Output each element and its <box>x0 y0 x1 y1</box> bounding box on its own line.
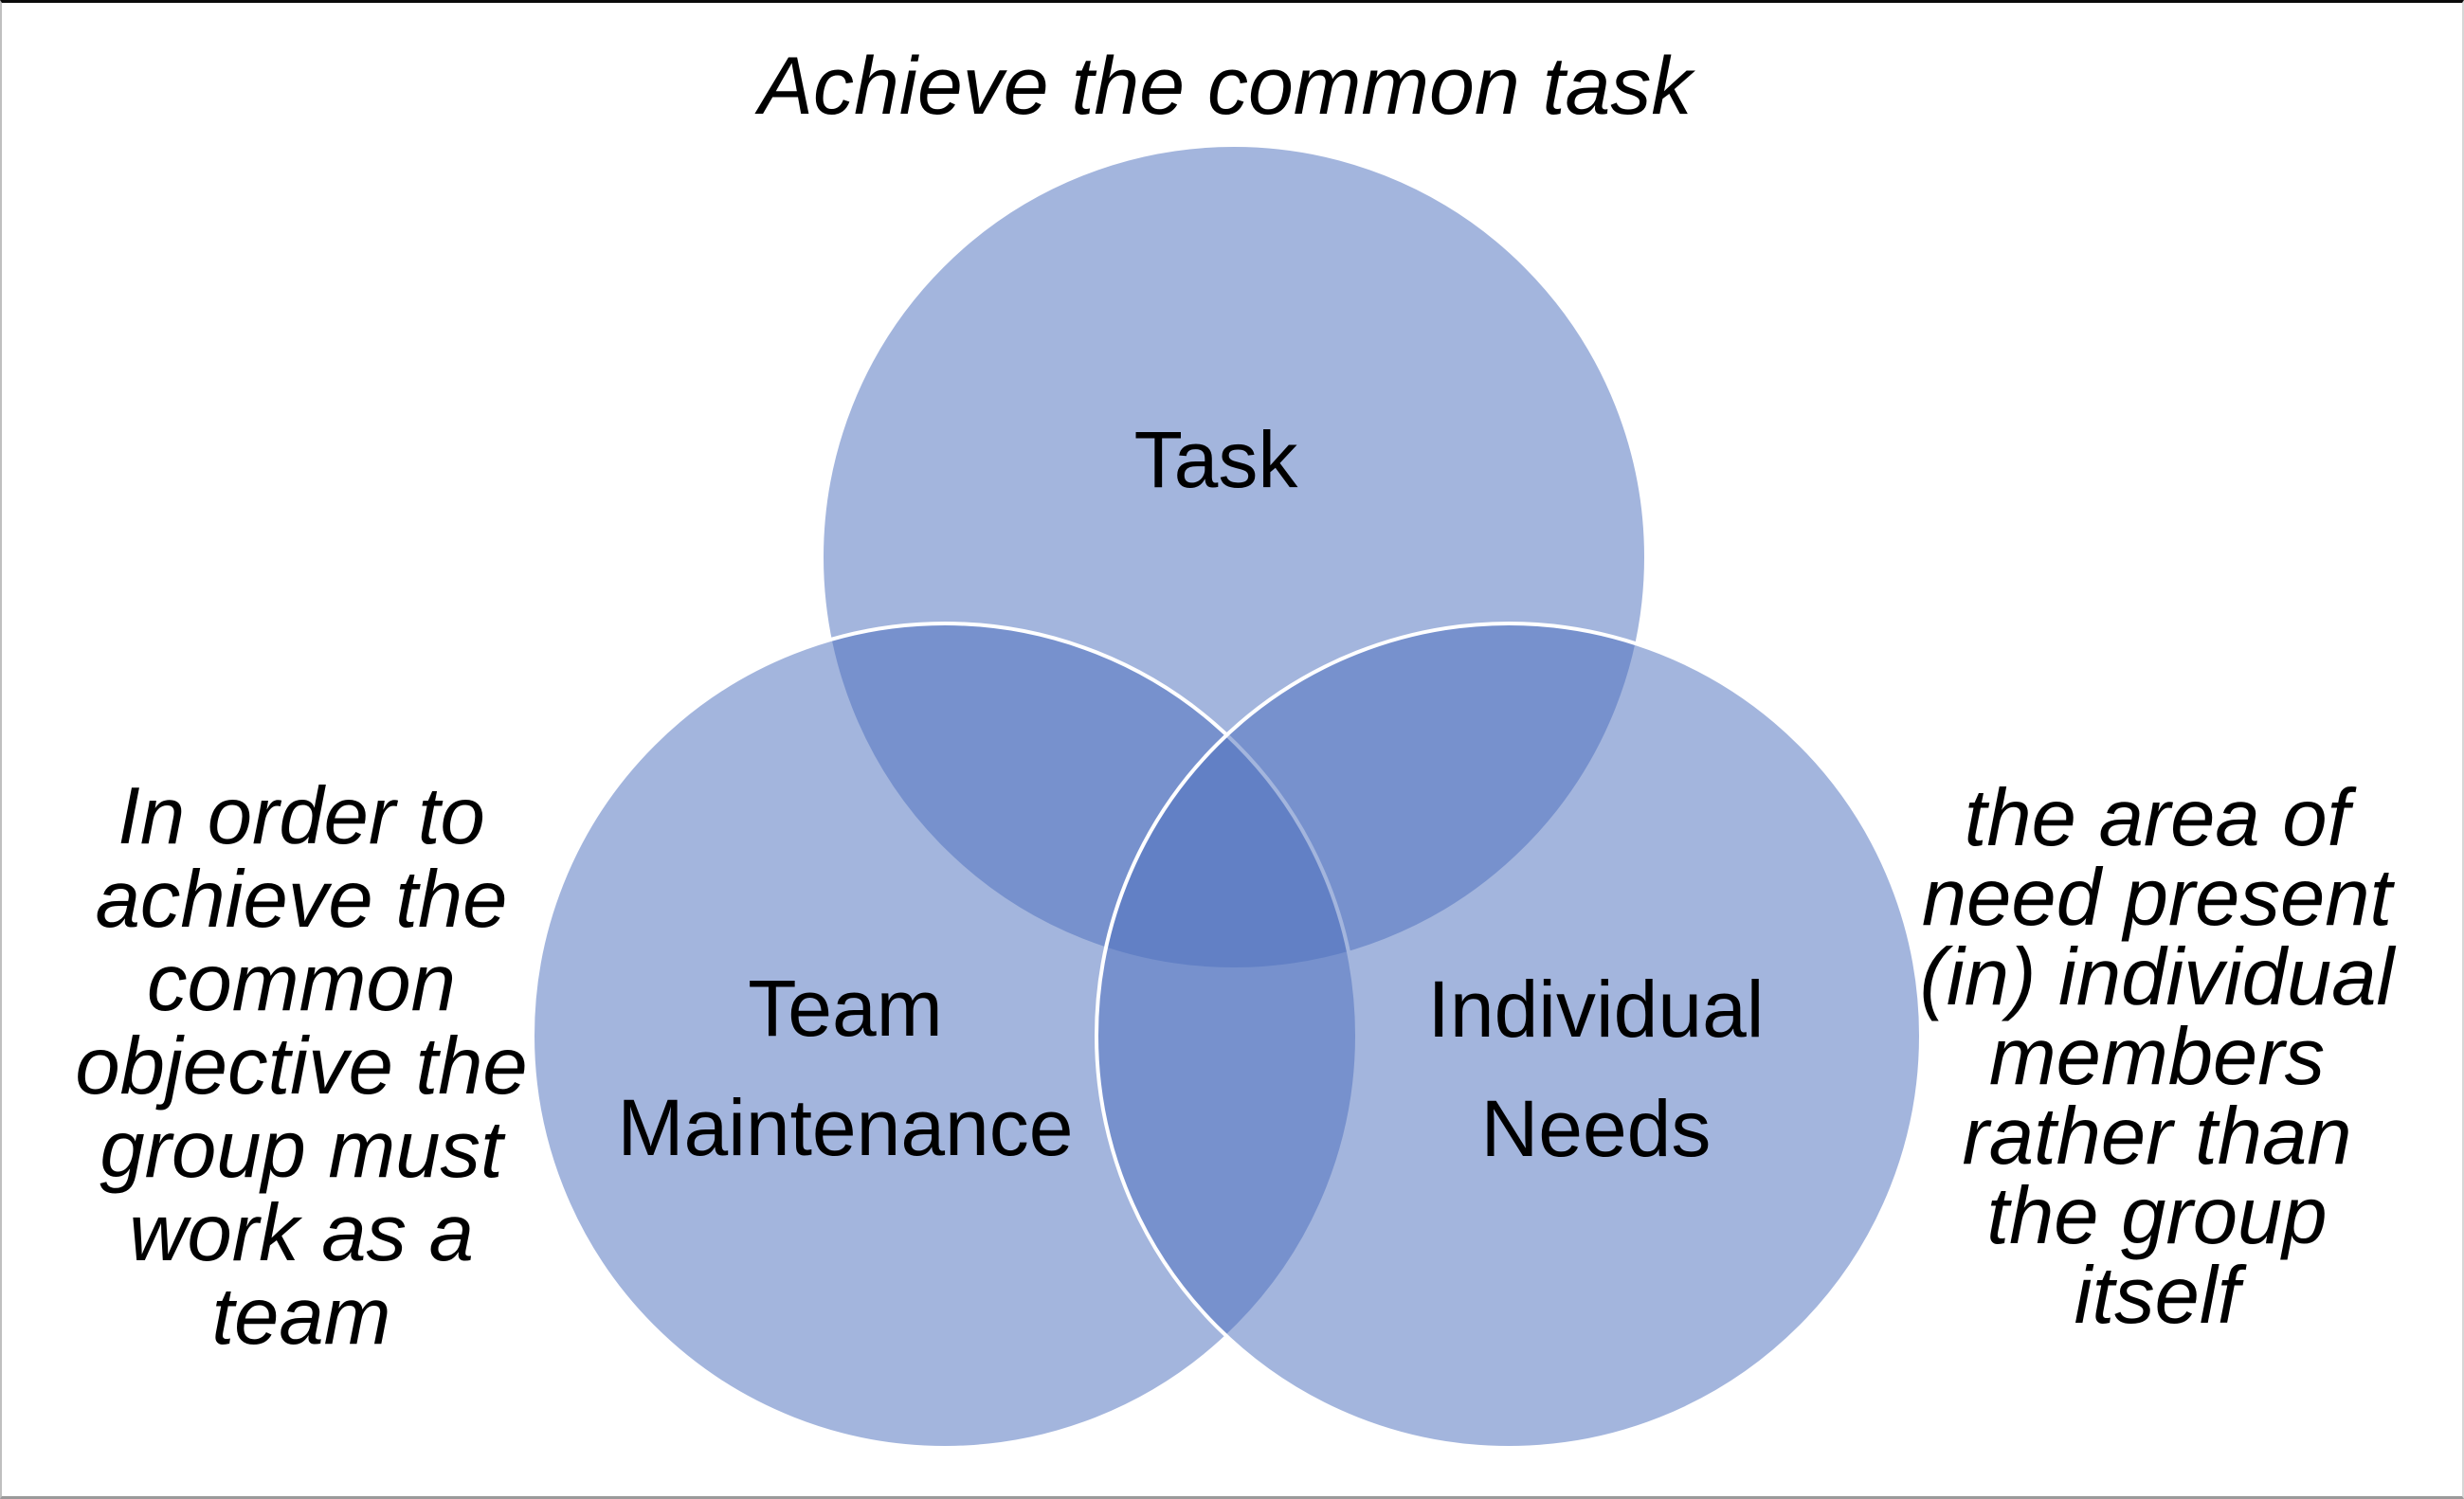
task-label-line: Task <box>1133 415 1298 504</box>
team-maintenance-annotation: In order to achieve the common objective… <box>75 775 527 1359</box>
individual-needs-circle <box>1095 622 1923 1450</box>
team-label-line-2: Maintenance <box>617 1083 1074 1172</box>
individual-needs-circle-label: Individual Needs <box>1428 949 1765 1188</box>
individual-needs-annotation: the area of need present (in) individual… <box>1919 773 2395 1341</box>
left-annotation-line: In order to <box>118 771 485 861</box>
team-label-line-1: Team <box>748 964 943 1053</box>
left-annotation-line: common <box>147 938 456 1028</box>
left-annotation-line: group must <box>100 1105 503 1195</box>
left-annotation-line: team <box>211 1272 391 1362</box>
team-maintenance-circle-label: Team Maintenance <box>618 948 1074 1187</box>
right-annotation-line: the area of <box>1964 773 2350 863</box>
task-circle-label: Task <box>1134 400 1298 519</box>
left-annotation-line: work as a <box>129 1188 474 1278</box>
right-annotation-line: rather than <box>1962 1092 2352 1182</box>
right-annotation-line: members <box>1988 1012 2326 1102</box>
diagram-title: Achieve the common task <box>758 41 1693 132</box>
right-annotation-line: itself <box>2074 1251 2240 1341</box>
individual-label-line-1: Individual <box>1427 965 1765 1054</box>
individual-label-line-2: Needs <box>1480 1084 1712 1173</box>
left-annotation-line: objective the <box>75 1021 528 1111</box>
right-annotation-line: need present <box>1921 853 2393 943</box>
right-annotation-line: (in) individual <box>1919 932 2395 1022</box>
right-annotation-line: the group <box>1986 1171 2328 1261</box>
left-annotation-line: achieve the <box>95 855 508 945</box>
venn-circles <box>531 143 1923 1450</box>
